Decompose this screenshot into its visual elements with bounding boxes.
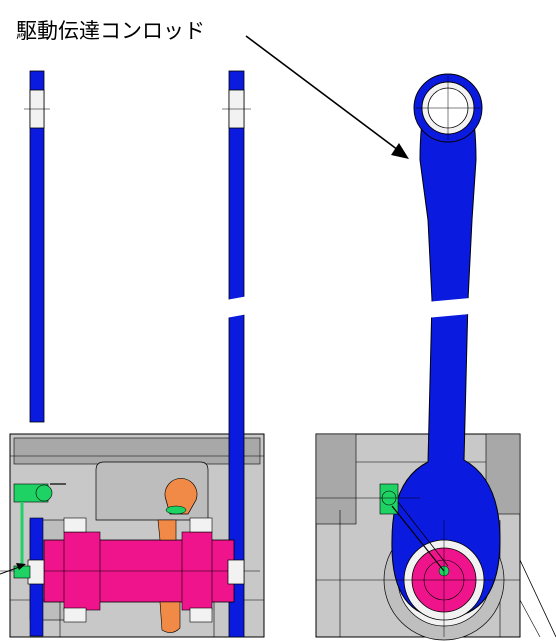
- left-linkage: [13, 483, 66, 579]
- left-rod-side-view: [24, 70, 50, 423]
- right-linkage: [316, 483, 449, 572]
- left-edge-arrow: [0, 563, 26, 575]
- connecting-rod-front-view: [315, 73, 556, 641]
- left-housing-section: [0, 70, 265, 638]
- leader-arrow: [245, 35, 409, 159]
- annotation-label: 駆動伝達コンロッド: [16, 19, 205, 43]
